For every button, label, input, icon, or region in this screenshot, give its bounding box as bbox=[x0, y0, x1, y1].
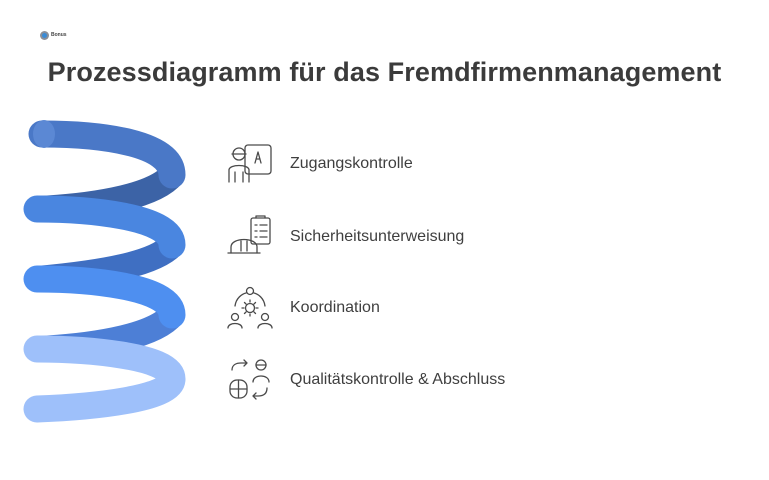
brand-logo: Bonus bbox=[40, 29, 80, 41]
step-label: Zugangskontrolle bbox=[290, 155, 413, 172]
coil-front-strand-1 bbox=[28, 120, 186, 189]
step-label: Sicherheitsunterweisung bbox=[290, 228, 465, 245]
coil-front-strand-4 bbox=[23, 335, 186, 423]
coil-front-strand-2 bbox=[23, 195, 186, 259]
logo-text: Bonus bbox=[51, 31, 67, 38]
coil-top-end bbox=[33, 120, 55, 148]
page-title: Prozessdiagramm für das Fremdfirmenmanag… bbox=[47, 57, 722, 87]
coil-front-strand-3 bbox=[23, 265, 186, 329]
team-gear-icon bbox=[226, 285, 274, 331]
logo-mark-icon bbox=[40, 30, 49, 40]
exchange-inspection-icon bbox=[226, 357, 274, 403]
step-label: Qualitätskontrolle & Abschluss bbox=[290, 371, 506, 388]
spiral-coil-graphic bbox=[23, 120, 186, 423]
step-quality-control: Qualitätskontrolle & Abschluss bbox=[226, 357, 505, 403]
hardhat-checklist-icon bbox=[226, 214, 274, 260]
step-label: Koordination bbox=[290, 299, 380, 316]
step-safety-briefing: Sicherheitsunterweisung bbox=[226, 214, 464, 260]
step-coordination: Koordination bbox=[226, 285, 380, 331]
worker-id-card-icon bbox=[226, 141, 274, 187]
step-access-control: Zugangskontrolle bbox=[226, 141, 413, 187]
